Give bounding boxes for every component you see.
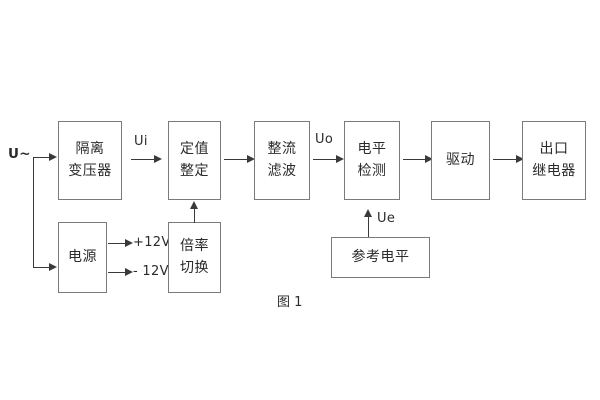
signal-label-ue: Ue xyxy=(377,211,396,226)
signal-label-input-source: U~ xyxy=(8,146,31,162)
block-multiplier-switch-line-1: 倍率 xyxy=(180,237,209,254)
input-bus-trunk xyxy=(33,157,34,267)
block-level-detect-line-1: 电平 xyxy=(357,140,387,157)
arrowhead-supply-negative xyxy=(125,267,133,276)
connector-reference-to-level xyxy=(368,216,369,237)
arrowhead-isolation-to-setting xyxy=(154,154,162,163)
block-rectify-filter-line-2: 滤波 xyxy=(267,162,297,179)
block-isolation-transformer-line-1: 隔离 xyxy=(75,140,105,157)
arrowhead-supply-positive xyxy=(125,238,133,247)
arrowhead-reference-to-level xyxy=(363,209,372,217)
input-bus-branch-bottom xyxy=(33,267,50,268)
signal-label-supply-negative: - 12V xyxy=(133,264,169,279)
connector-supply-positive xyxy=(108,243,126,244)
block-drive: 驱动 xyxy=(431,121,490,200)
block-level-detect: 电平 检测 xyxy=(344,121,400,200)
connector-setting-to-rectify xyxy=(224,159,248,160)
block-reference-level-line-1: 参考电平 xyxy=(351,248,410,265)
input-bus-arrowhead-bottom xyxy=(49,262,57,271)
block-drive-line-1: 驱动 xyxy=(446,151,475,168)
block-output-relay-line-2: 继电器 xyxy=(532,162,576,179)
arrowhead-drive-to-relay xyxy=(516,154,524,163)
signal-label-supply-positive: +12V xyxy=(133,235,171,250)
block-reference-level: 参考电平 xyxy=(331,237,430,278)
connector-multiplier-to-setting xyxy=(194,208,195,223)
block-isolation-transformer-line-2: 变压器 xyxy=(68,162,112,179)
figure-caption: 图 1 xyxy=(277,295,303,310)
connector-drive-to-relay xyxy=(493,159,517,160)
block-setting-value-line-1: 定值 xyxy=(180,140,209,157)
block-output-relay: 出口 继电器 xyxy=(522,121,586,200)
connector-rectify-to-level xyxy=(313,159,337,160)
input-bus-arrowhead-top xyxy=(49,152,57,161)
block-setting-value-line-2: 整定 xyxy=(180,162,209,179)
block-multiplier-switch-line-2: 切换 xyxy=(180,259,209,276)
connector-supply-negative xyxy=(108,272,126,273)
arrowhead-level-to-drive xyxy=(425,154,433,163)
signal-label-uo: Uo xyxy=(315,132,334,147)
block-setting-value: 定值 整定 xyxy=(168,121,221,200)
signal-label-ui: Ui xyxy=(134,134,148,149)
block-power-supply: 电源 xyxy=(58,222,107,293)
block-level-detect-line-2: 检测 xyxy=(357,162,387,179)
block-rectify-filter-line-1: 整流 xyxy=(267,140,297,157)
block-output-relay-line-1: 出口 xyxy=(539,140,569,157)
block-isolation-transformer: 隔离 变压器 xyxy=(58,121,122,200)
arrowhead-setting-to-rectify xyxy=(247,154,255,163)
input-bus-branch-top xyxy=(33,157,50,158)
block-rectify-filter: 整流 滤波 xyxy=(254,121,310,200)
block-multiplier-switch: 倍率 切换 xyxy=(168,222,221,293)
connector-isolation-to-setting xyxy=(131,159,155,160)
arrowhead-rectify-to-level xyxy=(336,154,344,163)
arrowhead-multiplier-to-setting xyxy=(189,201,198,209)
connector-level-to-drive xyxy=(403,159,426,160)
block-power-supply-line-1: 电源 xyxy=(68,248,97,265)
